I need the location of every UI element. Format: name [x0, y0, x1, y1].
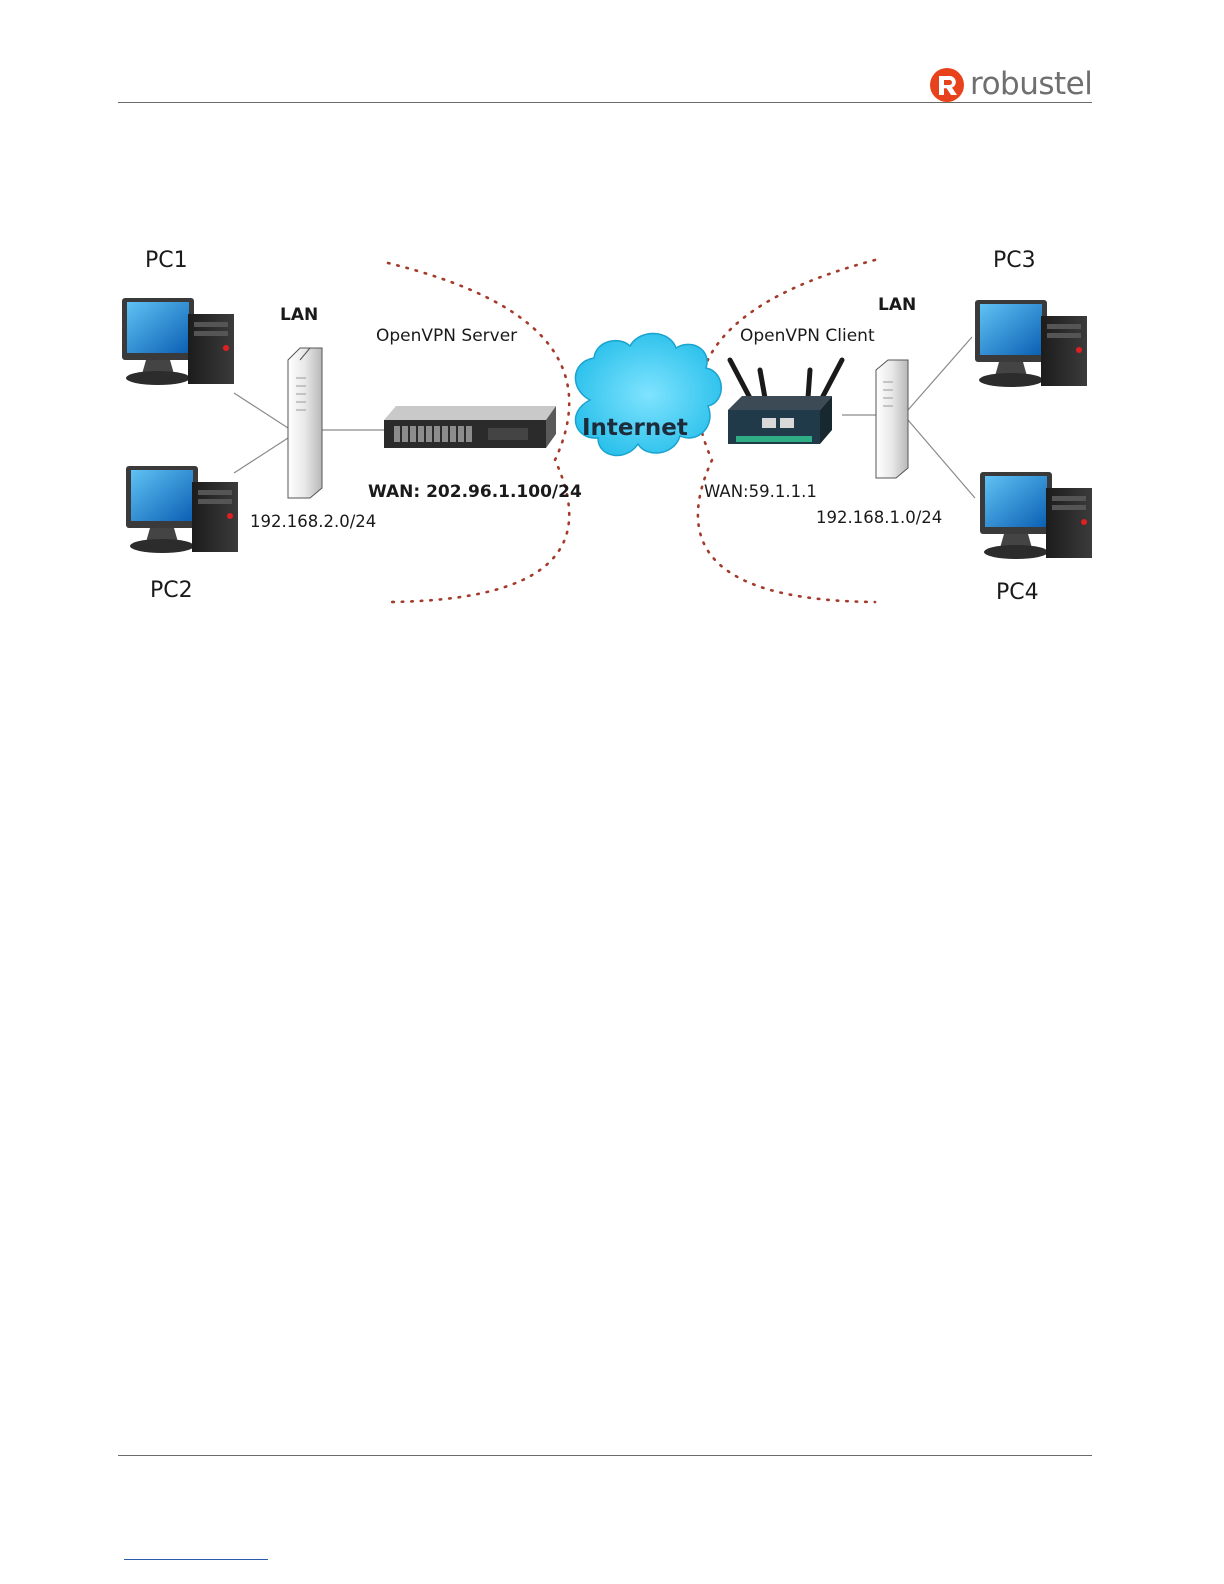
router-icon	[728, 360, 842, 444]
openvpn-server-label: OpenVPN Server	[376, 326, 517, 346]
openvpn-topology-diagram: PC1 PC2 LAN OpenVPN Server 192.168.2.0/2…	[100, 230, 1100, 630]
computer-icon	[122, 298, 234, 385]
robustel-logo: robustel	[928, 64, 1098, 104]
openvpn-client-label: OpenVPN Client	[740, 326, 875, 346]
pc4-label: PC4	[996, 580, 1039, 605]
computer-icon	[980, 472, 1092, 559]
left-lan-label: LAN	[280, 305, 318, 325]
client-wan-label: WAN:59.1.1.1	[704, 482, 817, 501]
pc3-label: PC3	[993, 248, 1036, 273]
brand-wordmark: robustel	[970, 64, 1092, 104]
server-wan-label: WAN: 202.96.1.100/24	[368, 482, 582, 502]
pc1-label: PC1	[145, 248, 188, 273]
header-divider	[118, 102, 1092, 103]
right-subnet-label: 192.168.1.0/24	[816, 508, 942, 527]
internet-label: Internet	[582, 415, 688, 441]
pc2-label: PC2	[150, 578, 193, 603]
switch-icon	[876, 360, 908, 478]
footer-link-underline	[124, 1559, 268, 1560]
right-lan-label: LAN	[878, 295, 916, 315]
rack-server-icon	[384, 406, 556, 448]
computer-icon	[975, 300, 1087, 387]
computer-icon	[126, 466, 238, 553]
switch-icon	[288, 348, 322, 498]
left-subnet-label: 192.168.2.0/24	[250, 512, 376, 531]
robustel-logo-icon	[928, 66, 968, 106]
footer-divider	[118, 1455, 1092, 1456]
